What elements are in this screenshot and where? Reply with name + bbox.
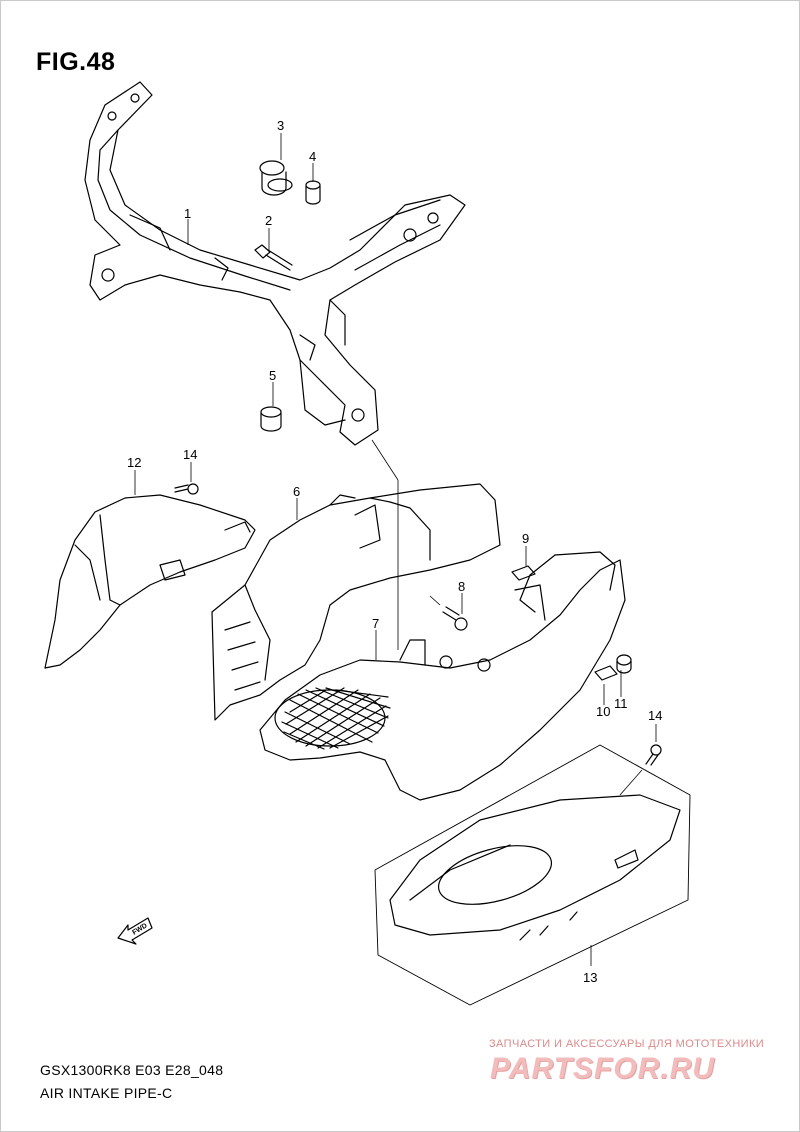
callout-5: 5 — [269, 368, 276, 383]
leader-lines — [134, 133, 657, 966]
callout-4: 4 — [309, 149, 316, 164]
part-5-grommet — [260, 406, 282, 432]
footer-figure-name: AIR INTAKE PIPE-C — [40, 1085, 173, 1101]
callout-1: 1 — [184, 206, 191, 221]
part-13-lower-cover — [374, 744, 691, 1006]
part-4-collar — [305, 180, 321, 205]
callout-7: 7 — [372, 616, 379, 631]
part-1-frame-bracket — [84, 81, 466, 446]
callout-9: 9 — [522, 531, 529, 546]
callout-12: 12 — [127, 455, 141, 470]
part-14-screw-upper — [174, 483, 199, 495]
part-11-nut — [616, 654, 632, 674]
callout-labels: 1 2 3 4 5 6 7 8 9 10 11 12 13 14 14 — [127, 118, 662, 985]
callout-3: 3 — [277, 118, 284, 133]
part-2-bolt — [254, 244, 293, 271]
callout-14-lower: 14 — [648, 708, 662, 723]
callout-14-upper: 14 — [183, 447, 197, 462]
footer-model-code: GSX1300RK8 E03 E28_048 — [40, 1062, 224, 1078]
part-8-bolt — [442, 606, 468, 631]
part-3-grommet — [259, 160, 293, 196]
part-9-clip-nut — [511, 565, 536, 581]
callout-2: 2 — [265, 213, 272, 228]
callout-6: 6 — [293, 484, 300, 499]
callout-8: 8 — [458, 579, 465, 594]
callout-11: 11 — [614, 696, 628, 711]
part-6-intake-pipe — [211, 483, 501, 721]
callout-13: 13 — [583, 970, 597, 985]
fwd-arrow-icon: FWD — [117, 917, 153, 945]
part-7-intake-duct — [259, 551, 626, 801]
watermark-logo: PARTSFOR.RU — [490, 1052, 715, 1085]
part-10-clip-nut — [594, 665, 618, 681]
part-14-screw-lower — [645, 744, 662, 766]
callout-10: 10 — [596, 704, 610, 719]
part-12-side-panel — [44, 494, 256, 669]
watermark-caption: ЗАПЧАСТИ И АКСЕССУАРЫ ДЛЯ МОТОТЕХНИКИ — [489, 1038, 765, 1050]
figure-title: FIG.48 — [36, 48, 116, 76]
